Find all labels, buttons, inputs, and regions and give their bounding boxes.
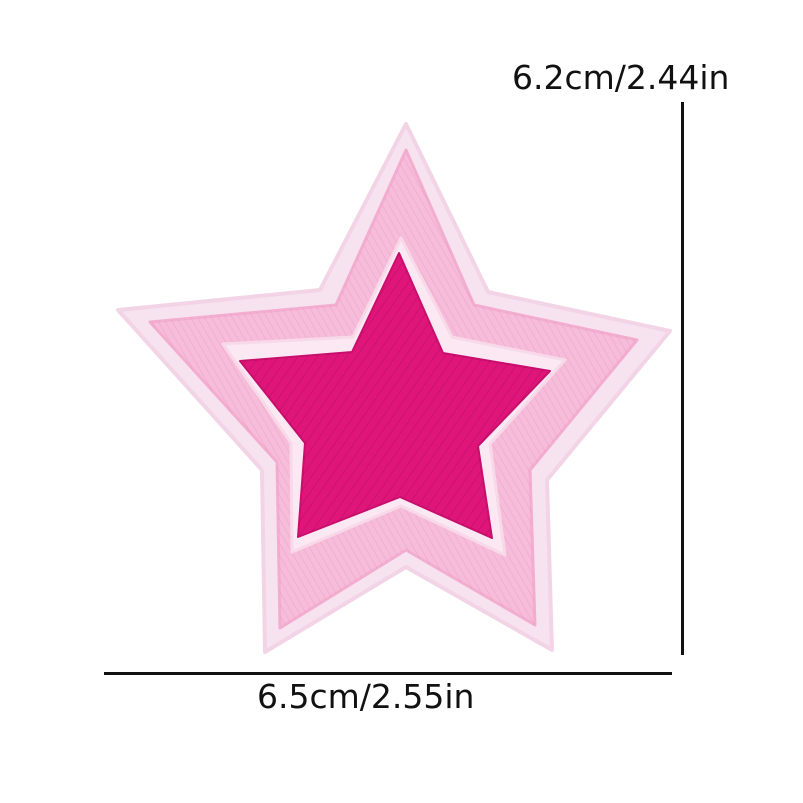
height-dimension-line bbox=[681, 102, 684, 655]
height-dimension-label: 6.2cm/2.44in bbox=[512, 58, 730, 97]
width-dimension-line bbox=[104, 672, 672, 675]
width-dimension-label: 6.5cm/2.55in bbox=[257, 677, 475, 716]
